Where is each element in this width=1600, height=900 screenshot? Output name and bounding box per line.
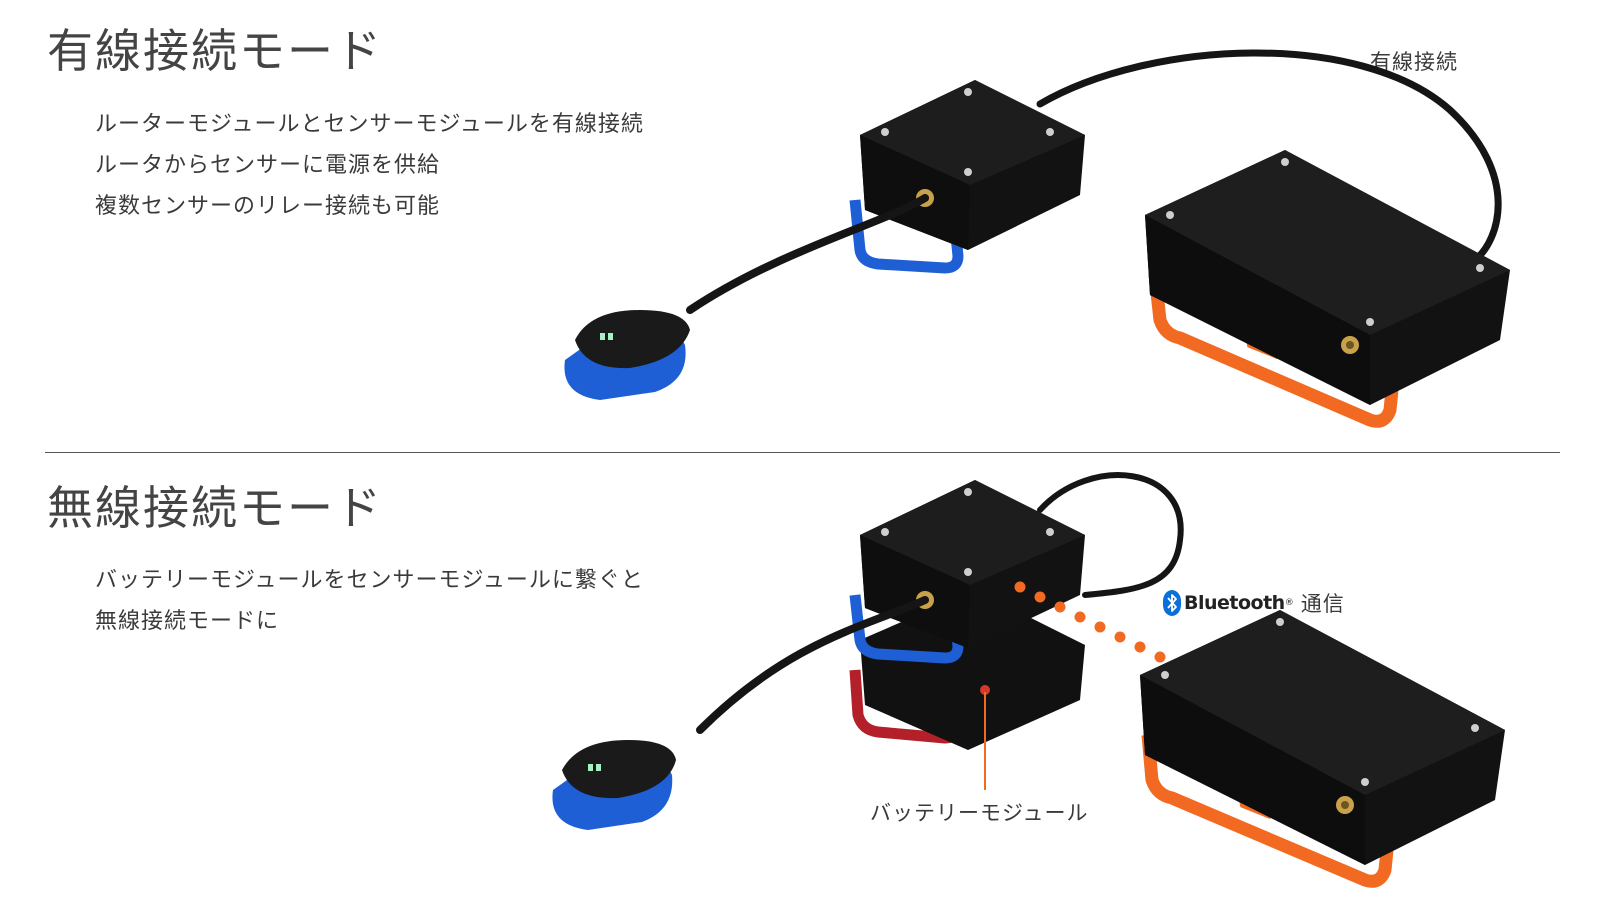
wired-mode-title: 有線接続モード xyxy=(47,24,383,78)
section-divider xyxy=(45,452,1560,453)
wireless-mode-title: 無線接続モード xyxy=(47,481,383,535)
sensor-probe-wireless xyxy=(552,740,676,830)
router-module-wireless xyxy=(1140,610,1505,888)
battery-module xyxy=(849,590,1085,750)
sensor-module-wired xyxy=(686,80,1085,314)
bluetooth-registered-mark: ® xyxy=(1284,598,1295,608)
wired-bullet-1: ルーターモジュールとセンサーモジュールを有線接続 xyxy=(95,112,644,137)
comm-label: 通信 xyxy=(1300,592,1345,616)
wireless-loop-cable xyxy=(1037,472,1184,598)
wireless-bullet-2: 無線接続モードに xyxy=(95,609,280,634)
wireless-bullet-1: バッテリーモジュールをセンサーモジュールに繋ぐと xyxy=(95,568,644,593)
wireless-mode-bullets: バッテリーモジュールをセンサーモジュールに繋ぐと 無線接続モードに xyxy=(95,560,644,642)
wired-cable xyxy=(1036,49,1502,264)
wired-bullet-3: 複数センサーのリレー接続も可能 xyxy=(95,194,441,219)
router-module-wired xyxy=(1145,150,1510,428)
battery-module-label: バッテリーモジュール xyxy=(870,801,1089,825)
wired-mode-bullets: ルーターモジュールとセンサーモジュールを有線接続 ルータからセンサーに電源を供給… xyxy=(95,104,644,227)
bluetooth-word: Bluetooth xyxy=(1184,592,1285,614)
bluetooth-icon xyxy=(1163,590,1181,616)
wired-bullet-2: ルータからセンサーに電源を供給 xyxy=(95,153,441,178)
sensor-module-wireless xyxy=(696,480,1085,734)
bluetooth-comm-label: Bluetooth® 通信 xyxy=(1163,588,1345,618)
sensor-probe-wired xyxy=(564,310,690,400)
